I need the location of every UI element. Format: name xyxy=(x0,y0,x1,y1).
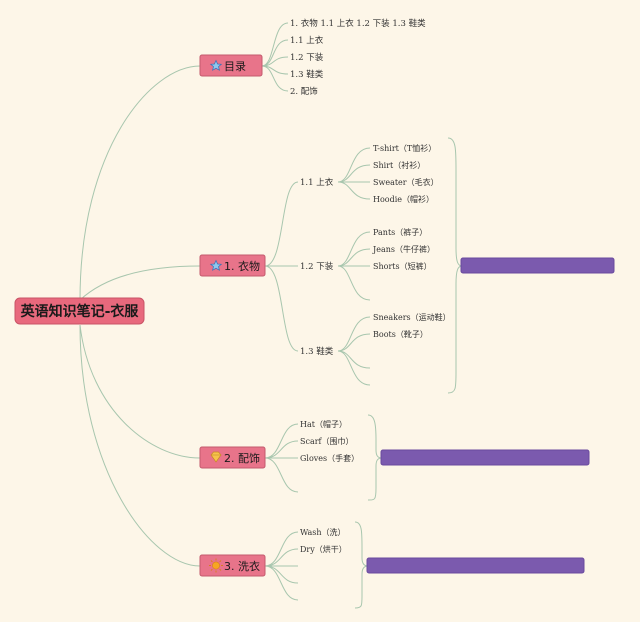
node-accessories[interactable]: 2. 配饰 xyxy=(199,446,266,469)
leaf-item[interactable]: T-shirt（T恤衫） xyxy=(373,143,436,153)
accessories-label: 2. 配饰 xyxy=(224,451,260,465)
note-washing[interactable] xyxy=(366,557,585,574)
note-clothes[interactable] xyxy=(460,257,615,274)
sun-icon xyxy=(209,558,223,573)
clothes-connectors xyxy=(264,137,463,394)
leaf-item[interactable]: Wash（洗） xyxy=(300,527,346,537)
washing-connectors xyxy=(264,521,369,609)
washing-list: Wash（洗） Dry（烘干） xyxy=(300,527,347,554)
leaf-item[interactable]: Sweater（毛衣） xyxy=(373,177,439,187)
clothes-label: 1. 衣物 xyxy=(224,259,260,273)
leaf-item[interactable]: Gloves（手套） xyxy=(300,453,359,463)
toc-list: 1. 衣物 1.1 上衣 1.2 下装 1.3 鞋类 1.1 上衣 1.2 下装… xyxy=(290,18,426,97)
group-shoes[interactable]: 1.3 鞋类 xyxy=(300,346,334,357)
root-node[interactable]: 英语知识笔记-衣服 xyxy=(14,297,145,325)
leaf-item[interactable]: Hoodie（帽衫） xyxy=(373,194,434,204)
toc-item[interactable]: 1.1 上衣 xyxy=(290,35,324,46)
star-icon xyxy=(209,259,223,271)
group-bottoms[interactable]: 1.2 下装 xyxy=(300,261,334,272)
leaf-item[interactable]: Dry（烘干） xyxy=(300,544,347,554)
group-tops[interactable]: 1.1 上衣 xyxy=(300,177,334,188)
toc-item[interactable]: 1.3 鞋类 xyxy=(290,69,324,80)
toc-label: 目录 xyxy=(224,60,246,73)
toc-connectors xyxy=(261,22,289,92)
accessories-list: Hat（帽子） Scarf（围巾） Gloves（手套） xyxy=(300,419,359,463)
star-icon xyxy=(209,59,223,71)
leaf-item[interactable]: Pants（裤子） xyxy=(373,227,427,237)
root-connectors xyxy=(79,65,201,567)
node-washing[interactable]: 3. 洗衣 xyxy=(199,554,266,577)
leaf-item[interactable]: Shirt（衬衫） xyxy=(373,160,425,170)
washing-label: 3. 洗衣 xyxy=(224,559,260,573)
clothes-groups: 1.1 上衣 1.2 下装 1.3 鞋类 T-shirt（T恤衫） Shirt（… xyxy=(300,143,451,357)
leaf-item[interactable]: Jeans（牛仔裤） xyxy=(372,244,435,254)
toc-item[interactable]: 1. 衣物 1.1 上衣 1.2 下装 1.3 鞋类 xyxy=(290,18,426,29)
leaf-item[interactable]: Sneakers（运动鞋） xyxy=(373,312,451,322)
toc-item[interactable]: 1.2 下装 xyxy=(290,52,324,63)
node-clothes[interactable]: 1. 衣物 xyxy=(199,254,266,277)
leaf-item[interactable]: Hat（帽子） xyxy=(300,419,347,429)
diamond-icon xyxy=(210,451,222,463)
root-label: 英语知识笔记-衣服 xyxy=(20,303,140,320)
note-accessories[interactable] xyxy=(380,449,590,466)
leaf-item[interactable]: Scarf（围巾） xyxy=(300,436,354,446)
leaf-item[interactable]: Shorts（短裤） xyxy=(373,261,432,271)
node-toc[interactable]: 目录 xyxy=(199,54,263,77)
toc-item[interactable]: 2. 配饰 xyxy=(290,86,318,97)
leaf-item[interactable]: Boots（靴子） xyxy=(373,329,428,339)
